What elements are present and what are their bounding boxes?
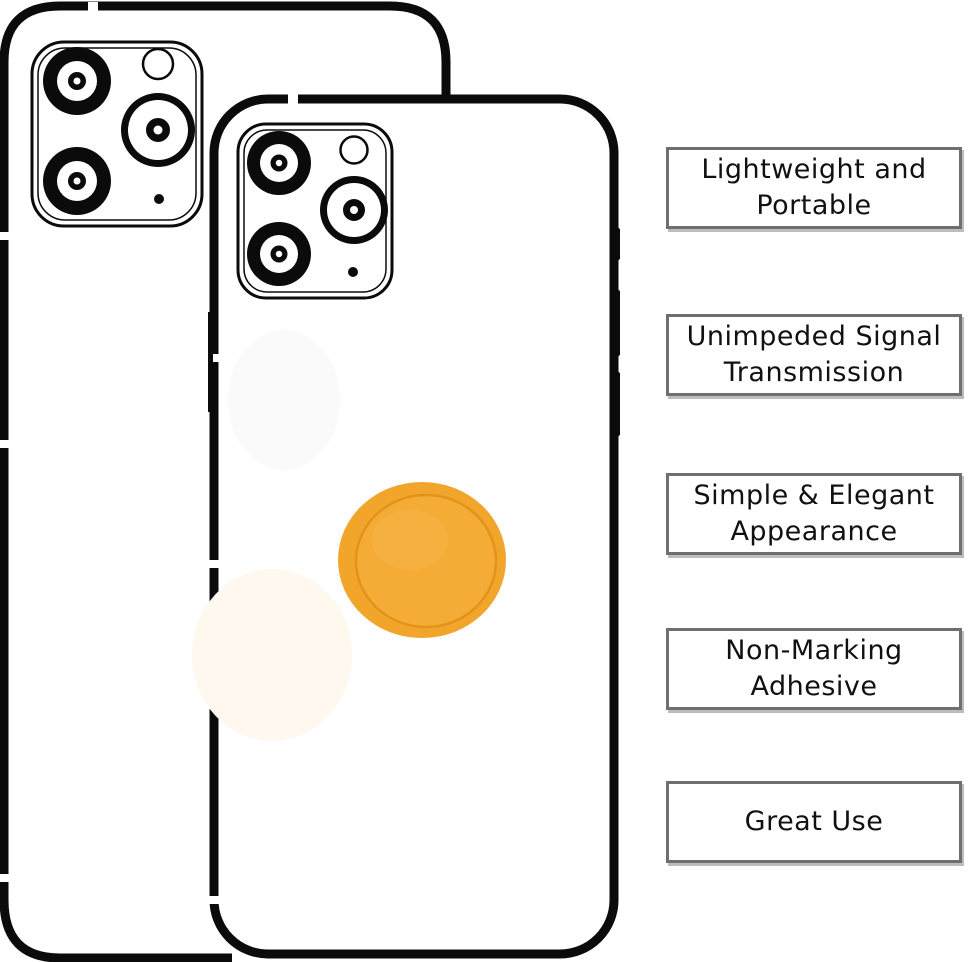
feature-line: Portable: [756, 190, 872, 221]
feature-non-marking-adhesive: Non-Marking Adhesive: [666, 628, 962, 710]
rear-camera-lens-icon: [43, 147, 111, 215]
rear-camera-lens-icon: [121, 93, 195, 167]
front-phone-side-button: [208, 312, 213, 412]
feature-line: Appearance: [730, 516, 898, 547]
front-phone-side-button: [614, 372, 620, 436]
front-camera-module: [236, 122, 394, 300]
faint-tag-shadow: [192, 569, 352, 741]
rear-phone-frame-gap: [0, 440, 9, 448]
rear-flash-icon: [141, 47, 175, 81]
front-phone-frame-gap: [208, 560, 220, 568]
rear-camera-module: [30, 40, 204, 228]
faint-highlight: [228, 330, 340, 470]
front-phone-side-button: [614, 228, 620, 260]
round-tag-holder-icon: [338, 482, 506, 638]
feature-line: Transmission: [723, 357, 905, 388]
feature-line: Lightweight and: [701, 154, 927, 185]
front-flash-icon: [339, 135, 369, 165]
rear-phone-frame-gap: [0, 232, 9, 240]
front-phone-frame-gap: [208, 896, 220, 904]
feature-line: Great Use: [744, 806, 884, 837]
front-camera-lens-icon: [247, 222, 311, 286]
feature-unimpeded-signal: Unimpeded Signal Transmission: [666, 314, 962, 396]
feature-line: Unimpeded Signal: [686, 321, 942, 352]
front-phone-frame-gap: [288, 94, 298, 106]
phones-illustration: [0, 1, 620, 962]
rear-mic-icon: [154, 194, 164, 204]
front-camera-lens-icon: [247, 131, 311, 195]
rear-phone-frame-gap: [88, 2, 98, 14]
feature-lightweight-portable: Lightweight and Portable: [666, 147, 962, 229]
rear-phone-frame-gap: [0, 874, 9, 882]
rear-camera-lens-icon: [43, 47, 111, 115]
feature-line: Non-Marking: [725, 635, 903, 666]
front-phone-frame-gap: [208, 354, 220, 362]
feature-line: Simple & Elegant: [693, 480, 935, 511]
front-camera-lens-icon: [320, 176, 388, 244]
front-mic-icon: [348, 267, 358, 277]
feature-great-use: Great Use: [666, 781, 962, 863]
front-phone-side-button: [614, 290, 620, 356]
rear-phone-side-button: [0, 246, 5, 356]
feature-simple-elegant: Simple & Elegant Appearance: [666, 473, 962, 555]
feature-line: Adhesive: [750, 671, 878, 702]
